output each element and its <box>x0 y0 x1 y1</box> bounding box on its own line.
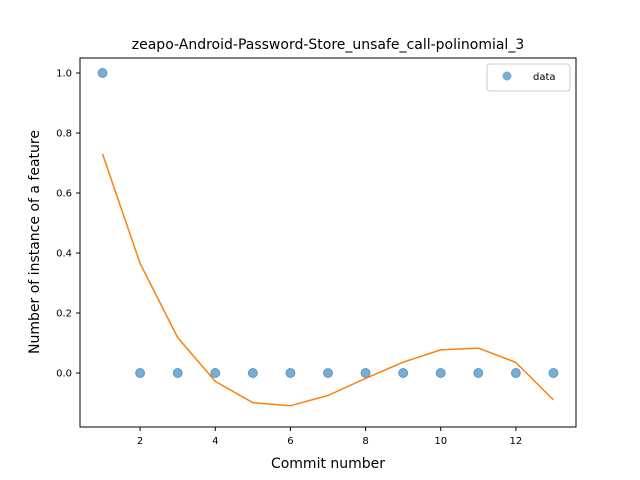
fit-line <box>101 153 554 407</box>
plot-area: 2 4 6 8 10 12 0.0 0.2 0.4 0.6 0.8 1.0 <box>56 68 559 447</box>
chart-title: zeapo-Android-Password-Store_unsafe_call… <box>132 37 524 53</box>
y-tick-label: 0.2 <box>56 309 72 320</box>
data-point <box>510 368 521 378</box>
legend-label-data: data <box>533 72 556 83</box>
x-axis-title: Commit number <box>271 456 385 472</box>
axes-frame <box>79 57 577 428</box>
y-tick-label: 0.4 <box>56 249 72 260</box>
data-point <box>548 368 559 378</box>
x-tick-label: 10 <box>434 436 447 447</box>
data-point <box>435 368 446 378</box>
x-tick-label: 6 <box>287 436 293 447</box>
data-point <box>398 368 409 378</box>
data-point <box>97 68 108 78</box>
y-tick-label: 1.0 <box>56 69 72 80</box>
y-tick-label: 0.8 <box>56 129 72 140</box>
data-point <box>360 368 371 378</box>
legend-marker-data <box>502 71 512 81</box>
data-point <box>247 368 258 378</box>
data-point <box>210 368 221 378</box>
x-tick-label: 8 <box>362 436 368 447</box>
data-point <box>473 368 484 378</box>
x-tick-label: 4 <box>212 436 218 447</box>
data-point <box>323 368 333 378</box>
data-point <box>135 368 146 378</box>
data-point <box>285 368 296 378</box>
legend-box <box>486 63 571 92</box>
legend: data <box>486 63 571 92</box>
x-tick-label: 12 <box>510 436 523 447</box>
y-axis-title: Number of instance of a feature <box>27 130 43 354</box>
x-tick-label: 2 <box>137 436 143 447</box>
y-tick-label: 0.0 <box>56 369 72 380</box>
data-point <box>172 368 183 378</box>
y-tick-label: 0.6 <box>56 189 72 200</box>
